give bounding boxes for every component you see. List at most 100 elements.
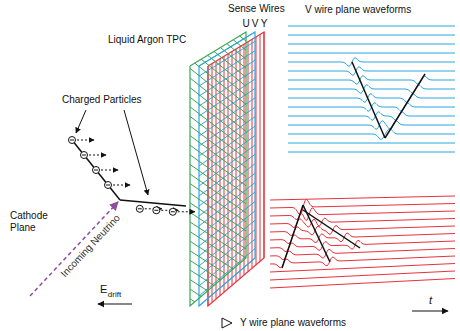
electron <box>105 182 112 189</box>
sense-wire <box>190 97 246 140</box>
sense-wire <box>233 40 246 50</box>
electron <box>81 152 88 159</box>
sense-wire <box>236 49 237 282</box>
sense-wire <box>190 232 240 264</box>
cathode-plane: Cathode Plane <box>8 10 52 312</box>
sense-wire <box>240 36 246 41</box>
node-label: Liquid Argon TPC <box>108 34 186 46</box>
electron <box>169 208 176 215</box>
waveform <box>270 264 455 273</box>
waveform <box>288 94 455 102</box>
waveform <box>288 35 455 36</box>
waveform <box>288 26 455 27</box>
v-waveforms <box>288 26 455 152</box>
minus-sign <box>106 185 110 186</box>
drift-arrow <box>178 211 195 212</box>
sense-wire <box>190 116 246 158</box>
particle-track <box>72 140 120 200</box>
field-symbol: E <box>100 283 107 296</box>
time-axis-label: t <box>429 294 432 307</box>
waveform <box>288 112 455 120</box>
sense-wire <box>216 61 217 299</box>
drifting-electrons <box>69 137 195 216</box>
minus-sign <box>94 170 98 171</box>
sense-wire <box>190 68 246 113</box>
electron <box>93 167 100 174</box>
plane-letter: Y <box>261 18 268 30</box>
sense-wire <box>190 107 246 150</box>
track-image-line <box>282 205 303 268</box>
waveform <box>288 152 455 153</box>
sense-wire <box>190 203 246 240</box>
sense-wire <box>256 37 257 265</box>
sense-wire <box>252 39 253 268</box>
electron <box>69 137 76 144</box>
v-waveform-title: V wire plane waveforms <box>305 4 411 16</box>
waveform <box>288 44 455 45</box>
waveform <box>288 143 455 144</box>
waveform <box>288 58 455 66</box>
waveform <box>270 199 455 215</box>
tpc-volume: Liquid Argon TPC Cathode Plane <box>8 10 253 312</box>
sense-wire <box>190 280 208 291</box>
waveform <box>270 196 455 200</box>
plane-frame <box>190 32 246 306</box>
particles-label: Charged Particles <box>62 94 141 106</box>
sense-wire <box>190 289 201 296</box>
sense-wire <box>232 51 233 285</box>
sense-wire <box>190 299 195 302</box>
track-image-line <box>352 62 385 138</box>
waveform <box>288 67 455 75</box>
waveform <box>288 53 455 54</box>
minus-sign <box>70 140 74 141</box>
plane-letter: U <box>242 18 249 30</box>
time-arrow <box>412 310 448 311</box>
sense-wire <box>224 56 225 292</box>
sense-wire <box>208 55 246 86</box>
waveform <box>270 249 455 260</box>
sense-wire <box>190 184 246 222</box>
sense-wire <box>260 34 261 261</box>
minus-sign <box>82 155 86 156</box>
y-waveform-title: Y wire plane waveforms <box>240 317 346 329</box>
drift-arrow <box>89 155 106 156</box>
sense-wire <box>201 59 246 95</box>
plane-letter: V <box>252 18 259 30</box>
sense-wire <box>195 63 246 104</box>
waveform <box>270 271 455 280</box>
sense-wire <box>190 270 214 285</box>
sense-wire <box>190 164 246 203</box>
leader-arrow <box>124 110 148 195</box>
drift-field-arrow <box>98 303 132 304</box>
electron <box>136 205 143 212</box>
minus-sign <box>138 208 142 209</box>
node-label: Cathode Plane <box>10 210 50 234</box>
sense-wire <box>220 48 246 69</box>
sense-wire <box>190 212 246 249</box>
sense-wire <box>190 174 246 213</box>
track-image-line <box>303 210 360 248</box>
leader-arrow <box>76 110 86 133</box>
neutrino-label: Incoming Neutrino <box>58 213 122 280</box>
sense-wire <box>190 260 220 280</box>
cathode-face <box>8 12 50 312</box>
sense-wire <box>227 44 246 59</box>
minus-sign <box>154 210 158 211</box>
sense-wire <box>248 42 249 272</box>
minus-sign <box>171 211 175 212</box>
waveform <box>288 121 455 129</box>
track-image-line <box>385 74 425 138</box>
particle-track <box>120 200 186 206</box>
waveform <box>288 76 455 84</box>
amplifier-symbol <box>222 318 232 328</box>
waveform <box>270 256 455 268</box>
waveform <box>288 129 455 140</box>
field-subscript: drift <box>108 290 121 300</box>
waveform <box>270 279 455 289</box>
u-wire-plane <box>190 32 246 306</box>
sense-wires-label: Sense Wires <box>228 3 285 15</box>
sense-wire <box>190 78 246 122</box>
tpc-edge <box>8 306 190 312</box>
